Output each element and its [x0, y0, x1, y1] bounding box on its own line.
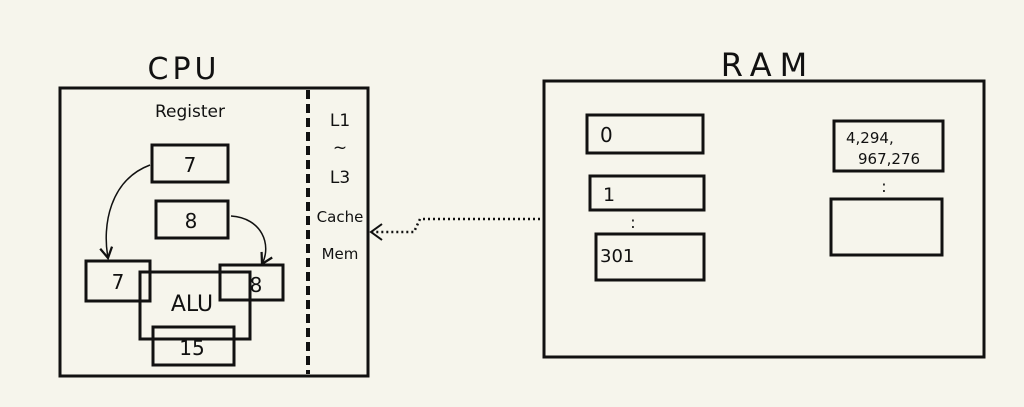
register-value-1: 7: [184, 153, 197, 177]
cpu-title: CPU: [148, 52, 221, 87]
ram-cell-0: [585, 113, 705, 155]
arrow-register-to-alu-right: [230, 215, 273, 267]
ram-cell-1: [588, 174, 706, 212]
register-value-2: 8: [185, 209, 198, 233]
alu-input-box-left: [84, 259, 152, 303]
alu-input-right: 8: [250, 273, 263, 297]
ram-cell-empty: [829, 197, 944, 257]
cache-line-3: L3: [330, 168, 350, 188]
ram-cache-connection: [372, 217, 540, 234]
register-box-2: [154, 199, 230, 240]
ram-box: [542, 79, 986, 359]
cache-label-group: L1 ~ L3 Cache Mem: [317, 111, 364, 263]
cache-line-4: Cache: [317, 208, 364, 226]
ram-cell-0-label: 0: [600, 123, 613, 147]
alu-output-box: [151, 325, 236, 367]
ram-ellipsis-right: :: [881, 177, 886, 196]
arrow-register-to-alu-left: [99, 164, 151, 261]
register-label: Register: [155, 102, 225, 122]
ram-title: RAM: [721, 46, 815, 84]
ram-cell-301: [594, 232, 706, 282]
alu-box: [138, 270, 252, 341]
alu-input-box-right: [218, 263, 285, 302]
cache-line-5: Mem: [322, 245, 359, 263]
alu-output: 15: [179, 336, 204, 360]
cache-line-2: ~: [333, 138, 347, 158]
ram-cell-last-line-1: 4,294,: [846, 129, 894, 147]
cpu-box: [58, 86, 370, 378]
cache-line-1: L1: [330, 111, 350, 131]
register-box-1: [150, 143, 230, 184]
ram-ellipsis-left: :: [630, 213, 635, 232]
connection-arrowhead: [369, 223, 383, 241]
ram-cell-301-label: 301: [600, 246, 634, 267]
alu-input-left: 7: [112, 270, 125, 294]
ram-cell-last-line-2: 967,276: [858, 150, 920, 168]
alu-label: ALU: [171, 292, 213, 317]
ram-cell-last: [832, 119, 945, 173]
ram-cell-1-label: 1: [603, 184, 615, 206]
